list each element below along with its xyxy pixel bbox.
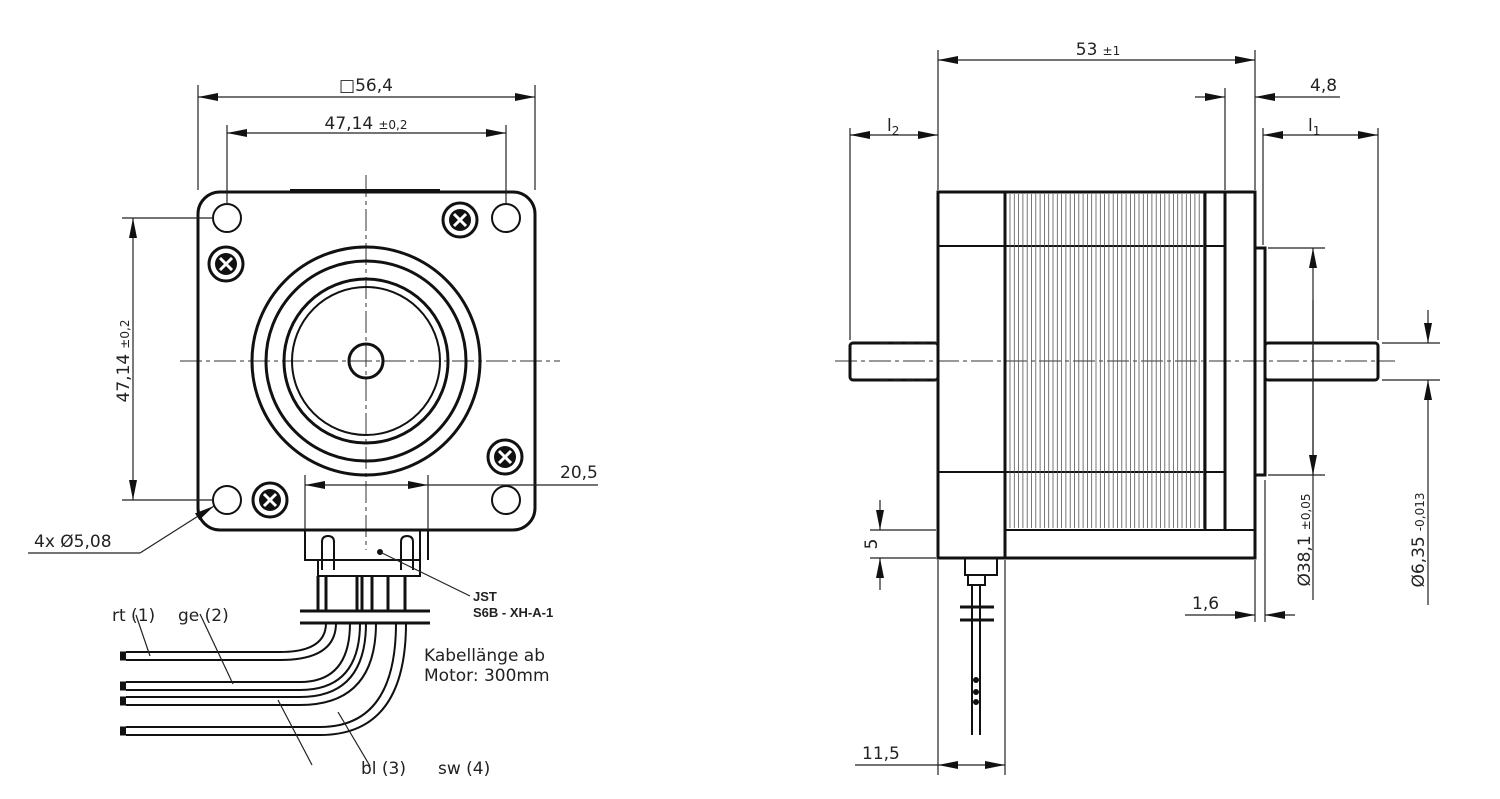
dim-l1-sub: 1 — [1313, 124, 1321, 138]
svg-text:47,14 ±0,2: 47,14 ±0,2 — [325, 114, 408, 134]
dim-flange: 4,8 — [1310, 76, 1337, 96]
svg-text:47,14 ±0,2: 47,14 ±0,2 — [114, 320, 134, 403]
front-view: □56,4 47,14 ±0,2 47,14 ±0,2 20,5 4x Ø5,0… — [28, 76, 598, 779]
dim-connector-offset: 11,5 — [862, 744, 900, 764]
dim-l2-sub: 2 — [892, 124, 900, 138]
svg-text:l1: l1 — [1308, 116, 1320, 138]
dim-l1: l — [1308, 116, 1313, 136]
dim-hole-spacing-h-tol: ±0,2 — [378, 118, 407, 132]
svg-text:Ø38,1 ±0,05: Ø38,1 ±0,05 — [1295, 493, 1315, 586]
dim-boss: Ø38,1 — [1295, 535, 1315, 586]
jst-connector — [304, 530, 429, 577]
dim-hole-spacing-v-tol: ±0,2 — [118, 320, 132, 349]
dim-square: □56,4 — [339, 76, 393, 96]
svg-text:l2: l2 — [887, 116, 899, 138]
cable-note-2: Motor: 300mm — [424, 666, 550, 686]
wire-label-bl: bl (3) — [361, 759, 406, 779]
connector-label-1: JST — [473, 589, 497, 604]
pilot-ring — [250, 245, 482, 477]
dim-boss-height: 1,6 — [1192, 594, 1219, 614]
lead-wires — [120, 576, 430, 736]
shaft-front — [1263, 341, 1380, 382]
dim-hole-spacing-h: 47,14 — [325, 114, 374, 134]
svg-text:Ø6,35 -0,013: Ø6,35 -0,013 — [1409, 492, 1429, 587]
wire-label-ge: ge (2) — [178, 606, 229, 626]
connector-label-2: S6B - XH-A-1 — [473, 605, 553, 620]
dim-shaft-tol: -0,013 — [1413, 492, 1427, 531]
cable-note-1: Kabellänge ab — [424, 646, 545, 666]
side-view: 53 ±1 4,8 l2 l1 Ø38,1 ±0,05 Ø6,35 -0,013… — [835, 40, 1440, 775]
wire-label-rt: rt (1) — [112, 606, 155, 626]
wire-label-sw: sw (4) — [438, 759, 490, 779]
svg-text:53 ±1: 53 ±1 — [1076, 40, 1120, 60]
dim-boss-tol: ±0,05 — [1299, 493, 1313, 530]
dim-hole-spacing-v: 47,14 — [114, 354, 134, 403]
dim-length-tol: ±1 — [1103, 44, 1121, 58]
dim-shaft: Ø6,35 — [1409, 536, 1429, 587]
dim-length: 53 — [1076, 40, 1098, 60]
shaft-end — [347, 342, 385, 380]
dim-holes: 4x Ø5,08 — [34, 532, 112, 552]
dim-connector-width: 20,5 — [560, 463, 598, 483]
dim-connector-height: 5 — [862, 539, 882, 550]
stator-fins — [1009, 194, 1204, 528]
flange-outline — [196, 190, 537, 532]
dim-l2: l — [887, 116, 892, 136]
side-lead — [960, 558, 998, 735]
screw-icons — [207, 201, 524, 519]
